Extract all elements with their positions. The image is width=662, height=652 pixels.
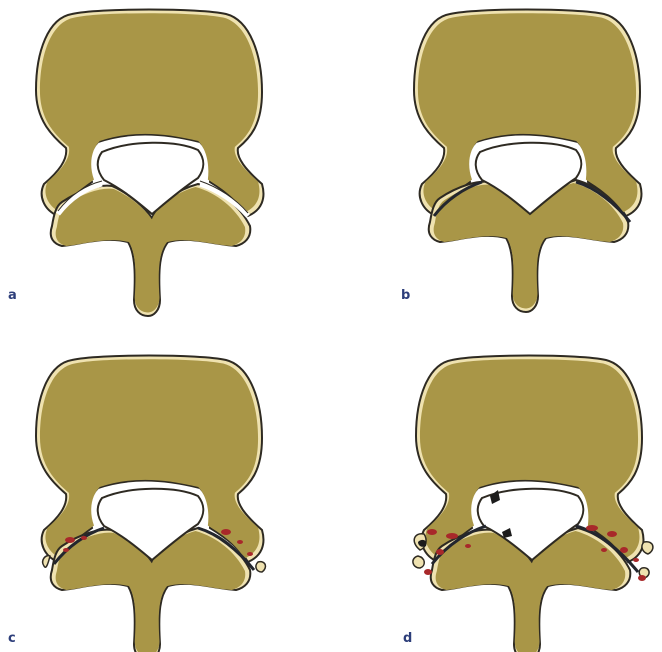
panel-label-c: c xyxy=(8,631,16,646)
panel-label-d: d xyxy=(403,631,412,646)
panel-a-normal-facet-joint xyxy=(36,10,263,317)
panel-d-advanced-osteoarthritis xyxy=(413,356,653,652)
panel-c-early-degeneration xyxy=(36,356,265,652)
panel-label-a: a xyxy=(8,288,17,303)
panel-b-narrowed-joint-space xyxy=(414,10,641,313)
panel-label-b: b xyxy=(401,288,410,303)
